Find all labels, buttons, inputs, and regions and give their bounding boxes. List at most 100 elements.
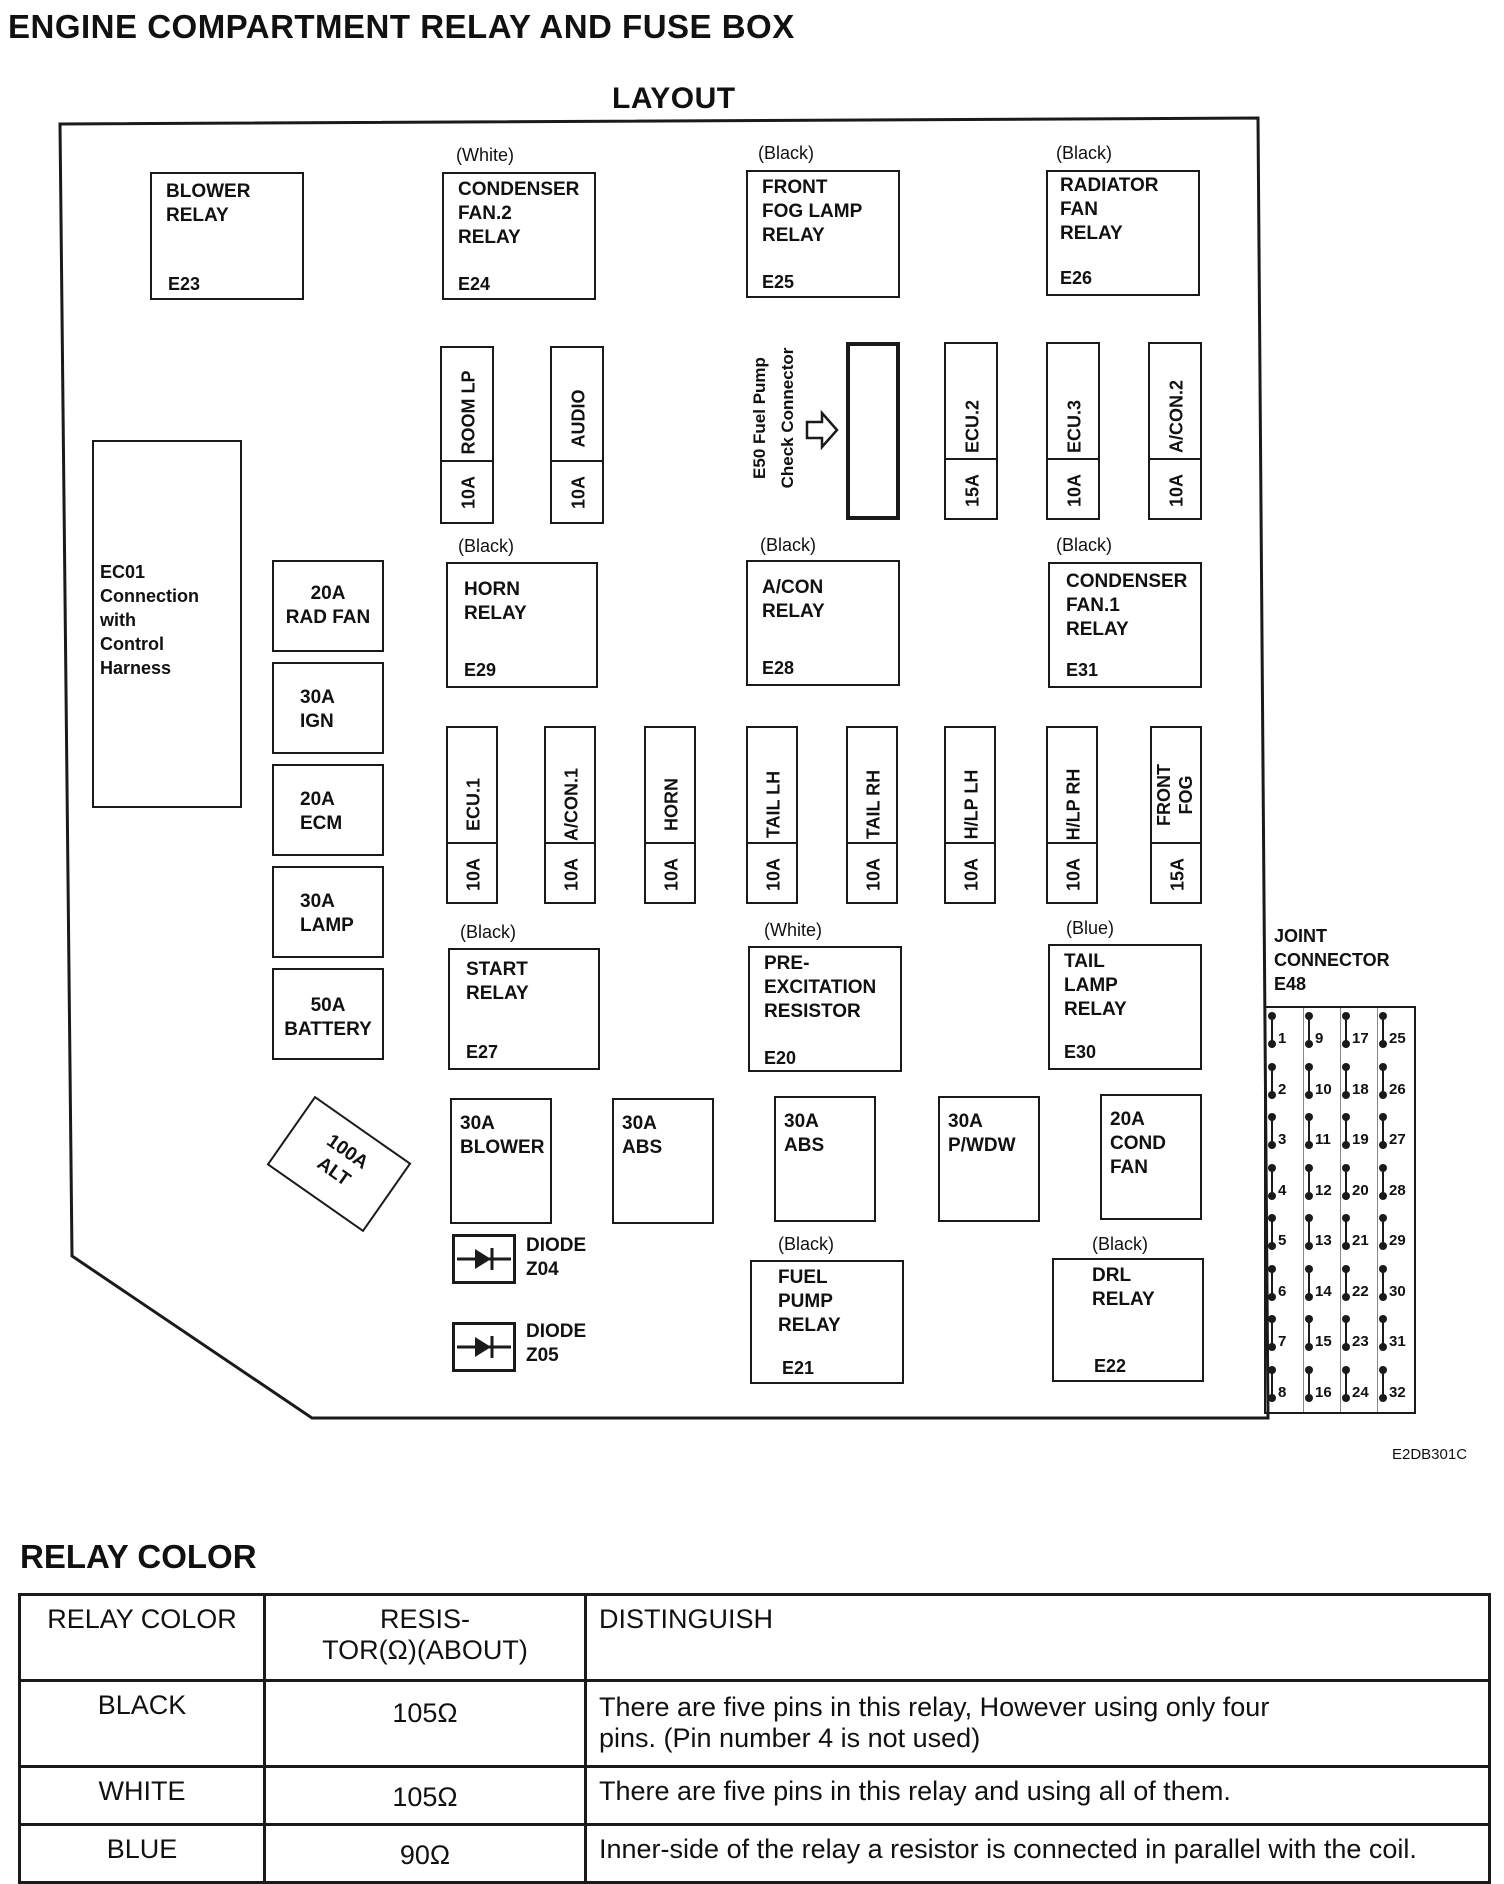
joint-pin-dot	[1305, 1191, 1313, 1200]
joint-pin-dot	[1305, 1163, 1313, 1172]
joint-pin-dot	[1305, 1292, 1313, 1301]
joint-pin-line	[1308, 1216, 1310, 1246]
header-resistor: RESIS- TOR(Ω)(ABOUT)	[263, 1593, 587, 1682]
joint-pin-dot	[1342, 1264, 1350, 1273]
fuse-30a-abs-2: 30A ABS	[774, 1096, 876, 1222]
joint-pin-line	[1382, 1064, 1384, 1095]
joint-pin-dot	[1342, 1191, 1350, 1200]
relay-color-table: RELAY COLOR RESIS- TOR(Ω)(ABOUT) DISTING…	[18, 1593, 1491, 1884]
joint-pin-dot	[1268, 1242, 1276, 1250]
figure-code: E2DB301C	[1392, 1446, 1468, 1463]
fuse-box-outline	[58, 116, 1270, 1420]
relay-e27: START RELAY E27	[448, 948, 600, 1070]
joint-pin-number: 31	[1389, 1333, 1406, 1350]
joint-pin-dot	[1342, 1062, 1350, 1071]
diode-z05	[452, 1322, 516, 1372]
joint-pin-number: 26	[1389, 1080, 1406, 1098]
relay-e30-color: (Blue)	[1066, 918, 1115, 938]
joint-pin-number: 16	[1315, 1383, 1332, 1401]
fuse-30a-abs-1: 30A ABS	[612, 1098, 714, 1224]
joint-pin-line	[1271, 1014, 1273, 1044]
joint-pin-dot	[1379, 1113, 1387, 1121]
joint-pin-dot	[1268, 1365, 1276, 1374]
joint-pin-dot	[1268, 1393, 1276, 1402]
joint-pin-number: 28	[1389, 1181, 1406, 1199]
fuse-room-lp: ROOM LP 10A	[440, 346, 494, 524]
table-row: BLUE 90Ω Inner-side of the relay a resis…	[18, 1823, 1491, 1884]
joint-pin-number: 11	[1315, 1131, 1331, 1148]
table-row: WHITE 105Ω There are five pins in this r…	[18, 1765, 1491, 1826]
joint-pin-number: 27	[1389, 1131, 1406, 1148]
joint-pin-number: 4	[1278, 1181, 1287, 1199]
joint-pin-number: 25	[1389, 1030, 1406, 1047]
relay-e28-color: (Black)	[760, 535, 817, 555]
joint-pin-number: 3	[1278, 1131, 1287, 1148]
joint-pin-number: 17	[1352, 1030, 1369, 1047]
relay-e22: DRL RELAY E22	[1052, 1258, 1204, 1382]
joint-pin-line	[1308, 1367, 1310, 1398]
joint-pin-dot	[1342, 1090, 1350, 1099]
fuse-ecu2: ECU.2 15A	[944, 342, 998, 520]
diode-z04	[452, 1234, 516, 1284]
fuse-30a-ign: 30A IGN	[272, 662, 384, 754]
relay-e22-color: (Black)	[1092, 1234, 1149, 1254]
joint-pin-number: 8	[1278, 1383, 1287, 1401]
relay-e24-color: (White)	[456, 145, 514, 165]
resistor-e20: PRE- EXCITATION RESISTOR E20	[748, 946, 902, 1072]
relay-e23: BLOWER RELAY E23	[150, 172, 304, 300]
page-title: ENGINE COMPARTMENT RELAY AND FUSE BOX	[8, 8, 795, 45]
joint-pin-dot	[1342, 1292, 1350, 1301]
joint-connector-label: JOINT CONNECTOR E48	[1274, 926, 1390, 994]
joint-pin-line	[1308, 1115, 1310, 1145]
joint-pin-dot	[1342, 1141, 1350, 1149]
joint-pin-dot	[1305, 1242, 1313, 1250]
fuse-hlp-rh: H/LP RH 10A	[1046, 726, 1098, 904]
fuse-horn: HORN 10A	[644, 726, 696, 904]
joint-pin-number: 14	[1315, 1282, 1332, 1300]
diode-z04-label: DIODE Z04	[526, 1235, 587, 1280]
table-header-row: RELAY COLOR RESIS- TOR(Ω)(ABOUT) DISTING…	[18, 1593, 1491, 1682]
joint-pin-line	[1308, 1014, 1310, 1044]
diode-icon	[457, 1248, 511, 1270]
joint-pin-dot	[1379, 1315, 1387, 1323]
joint-pin-dot	[1379, 1292, 1387, 1301]
relay-e29: HORN RELAY E29	[446, 562, 598, 688]
joint-pin-dot	[1268, 1214, 1276, 1222]
relay-e28: A/CON RELAY E28	[746, 560, 900, 686]
joint-pin-dot	[1379, 1214, 1387, 1222]
fuse-ecu3: ECU.3 10A	[1046, 342, 1100, 520]
joint-pin-line	[1345, 1367, 1347, 1398]
fuse-50a-battery: 50A BATTERY	[272, 968, 384, 1060]
joint-column-divider	[1377, 1008, 1378, 1412]
relay-e26: RADIATOR FAN RELAY E26	[1046, 170, 1200, 296]
joint-pin-dot	[1305, 1393, 1313, 1402]
diode-icon	[457, 1336, 511, 1358]
joint-pin-line	[1382, 1216, 1384, 1246]
relay-e21-color: (Black)	[778, 1234, 835, 1254]
joint-pin-line	[1271, 1064, 1273, 1095]
joint-pin-number: 22	[1352, 1282, 1369, 1300]
joint-pin-line	[1345, 1216, 1347, 1246]
joint-pin-dot	[1342, 1365, 1350, 1374]
relay-e25: FRONT FOG LAMP RELAY E25	[746, 170, 900, 298]
joint-pin-dot	[1305, 1113, 1313, 1121]
joint-column-divider	[1303, 1008, 1304, 1412]
joint-pin-number: 18	[1352, 1080, 1369, 1098]
joint-pin-dot	[1305, 1090, 1313, 1099]
fuse-acon1: A/CON.1 10A	[544, 726, 596, 904]
joint-pin-dot	[1379, 1062, 1387, 1071]
joint-pin-dot	[1305, 1012, 1313, 1020]
table-row: BLACK 105Ω There are five pins in this r…	[18, 1679, 1491, 1768]
ec01-connector: EC01 Connection with Control Harness	[92, 440, 242, 808]
joint-pin-line	[1271, 1115, 1273, 1145]
joint-pin-line	[1308, 1064, 1310, 1095]
joint-pin-dot	[1268, 1343, 1276, 1351]
joint-pin-number: 20	[1352, 1181, 1369, 1199]
joint-pin-line	[1308, 1266, 1310, 1297]
joint-pin-line	[1308, 1317, 1310, 1347]
joint-pin-line	[1382, 1266, 1384, 1297]
joint-pin-dot	[1305, 1365, 1313, 1374]
joint-pin-number: 24	[1352, 1383, 1369, 1401]
joint-pin-dot	[1268, 1141, 1276, 1149]
